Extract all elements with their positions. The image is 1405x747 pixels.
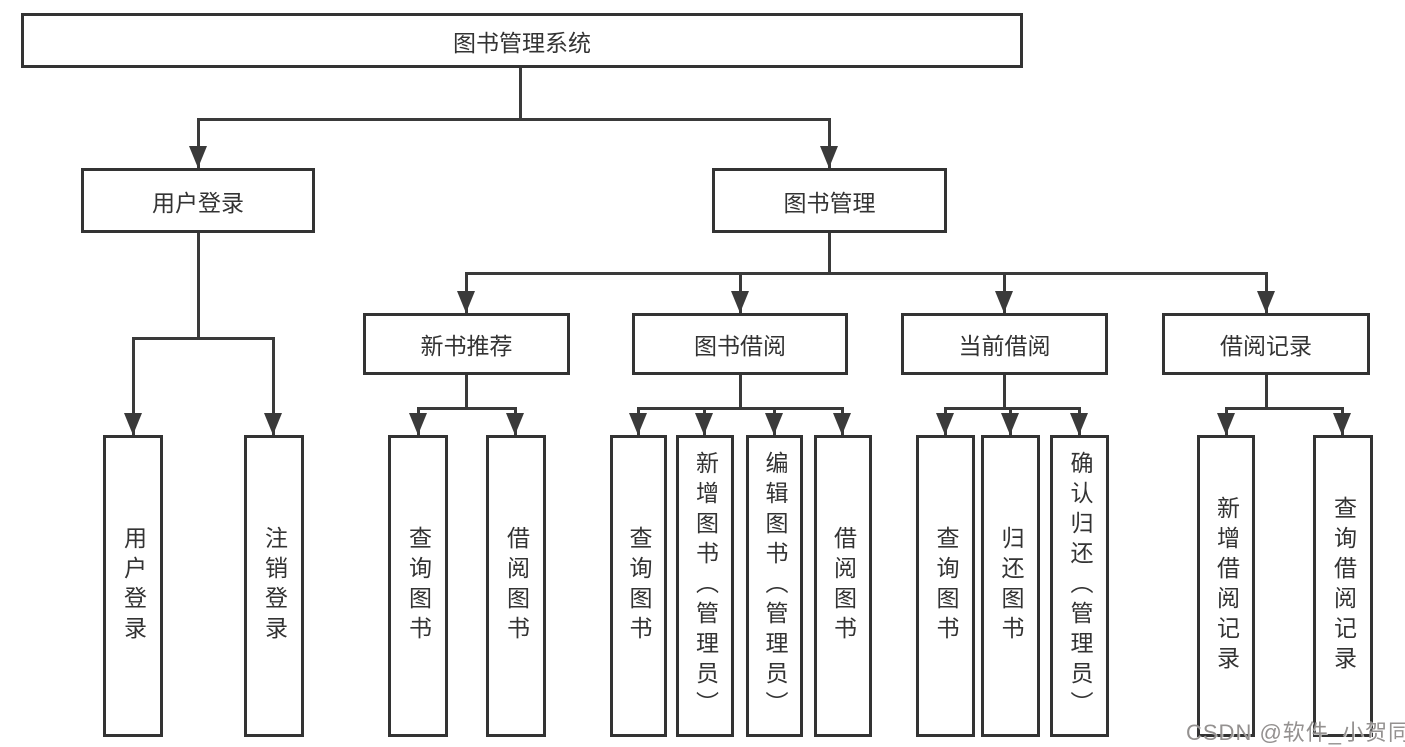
connector-current-borrow-stem — [1003, 375, 1006, 407]
node-root-label: 图书管理系统 — [453, 29, 591, 56]
leaf-cb-confirm: 确认归还（管理员） — [1050, 435, 1109, 737]
leaf-br-query: 查询借阅记录 — [1313, 435, 1373, 737]
leaf-bb-add-label: 新增图书（管理员） — [692, 451, 719, 721]
node-new-book: 新书推荐 — [363, 313, 570, 375]
arrowhead — [1217, 413, 1235, 435]
connector-to-leaf-logout — [272, 337, 275, 435]
connector-book-mgmt-split — [465, 272, 1267, 275]
node-borrow-record: 借阅记录 — [1162, 313, 1370, 375]
arrowhead — [1333, 413, 1351, 435]
leaf-br-add: 新增借阅记录 — [1197, 435, 1255, 737]
node-user-login-label: 用户登录 — [152, 189, 244, 216]
connector-root-stem — [519, 68, 522, 118]
arrowhead — [1070, 413, 1088, 435]
connector-book-borrow-stem — [739, 375, 742, 407]
leaf-br-query-label: 查询借阅记录 — [1330, 496, 1357, 676]
csdn-watermark: CSDN @软件_小贺同学 — [1186, 720, 1405, 745]
leaf-bb-edit: 编辑图书（管理员） — [746, 435, 803, 737]
leaf-nb-borrow-label: 借阅图书 — [503, 526, 530, 646]
leaf-nb-query: 查询图书 — [388, 435, 448, 737]
arrowhead — [765, 413, 783, 435]
node-current-borrow-label: 当前借阅 — [958, 333, 1051, 359]
connector-new-book-stem — [465, 375, 468, 407]
connector-to-book-mgmt — [828, 118, 831, 168]
leaf-br-add-label: 新增借阅记录 — [1213, 496, 1240, 676]
connector-borrow-record-split — [1225, 407, 1343, 410]
connector-current-borrow-split — [944, 407, 1080, 410]
leaf-nb-borrow: 借阅图书 — [486, 435, 546, 737]
node-book-borrow: 图书借阅 — [632, 313, 848, 375]
connector-book-mgmt-stem — [828, 233, 831, 272]
connector-to-leaf-user-login — [132, 337, 135, 435]
connector-user-login-split — [132, 337, 275, 340]
node-book-mgmt-label: 图书管理 — [783, 189, 876, 216]
arrowhead — [506, 413, 524, 435]
arrowhead — [264, 413, 282, 435]
connector-to-user-login — [197, 118, 200, 168]
arrowhead — [995, 291, 1013, 313]
leaf-logout: 注销登录 — [244, 435, 304, 737]
leaf-nb-query-label: 查询图书 — [405, 526, 432, 646]
arrowhead — [695, 413, 713, 435]
arrowhead — [124, 413, 142, 435]
leaf-bb-borrow-label: 借阅图书 — [830, 526, 857, 646]
node-new-book-label: 新书推荐 — [420, 333, 513, 359]
connector-root-split — [197, 118, 831, 121]
arrowhead — [1257, 291, 1275, 313]
leaf-user-login-label: 用户登录 — [120, 526, 147, 646]
leaf-cb-return: 归还图书 — [981, 435, 1040, 737]
connector-book-borrow-split — [637, 407, 844, 410]
leaf-bb-borrow: 借阅图书 — [814, 435, 872, 737]
connector-new-book-split — [417, 407, 517, 410]
arrowhead — [936, 413, 954, 435]
leaf-logout-label: 注销登录 — [261, 526, 288, 646]
node-book-borrow-label: 图书借阅 — [694, 333, 786, 359]
arrowhead — [189, 146, 207, 168]
node-root: 图书管理系统 — [21, 13, 1023, 68]
leaf-user-login: 用户登录 — [103, 435, 163, 737]
arrowhead — [1001, 413, 1019, 435]
arrowhead — [820, 146, 838, 168]
leaf-cb-return-label: 归还图书 — [998, 526, 1024, 646]
connector-user-login-stem — [197, 233, 200, 337]
leaf-bb-edit-label: 编辑图书（管理员） — [762, 451, 788, 721]
arrowhead — [731, 291, 749, 313]
arrowhead — [409, 413, 427, 435]
leaf-cb-query: 查询图书 — [916, 435, 975, 737]
leaf-bb-query: 查询图书 — [610, 435, 667, 737]
leaf-bb-add: 新增图书（管理员） — [676, 435, 734, 737]
node-user-login: 用户登录 — [81, 168, 315, 233]
leaf-cb-confirm-label: 确认归还（管理员） — [1067, 451, 1093, 721]
node-current-borrow: 当前借阅 — [901, 313, 1108, 375]
leaf-cb-query-label: 查询图书 — [933, 526, 959, 646]
node-borrow-record-label: 借阅记录 — [1220, 333, 1312, 359]
node-book-mgmt: 图书管理 — [712, 168, 947, 233]
arrowhead — [833, 413, 851, 435]
arrowhead — [629, 413, 647, 435]
leaf-bb-query-label: 查询图书 — [626, 526, 652, 646]
arrowhead — [457, 291, 475, 313]
connector-borrow-record-stem — [1265, 375, 1268, 407]
